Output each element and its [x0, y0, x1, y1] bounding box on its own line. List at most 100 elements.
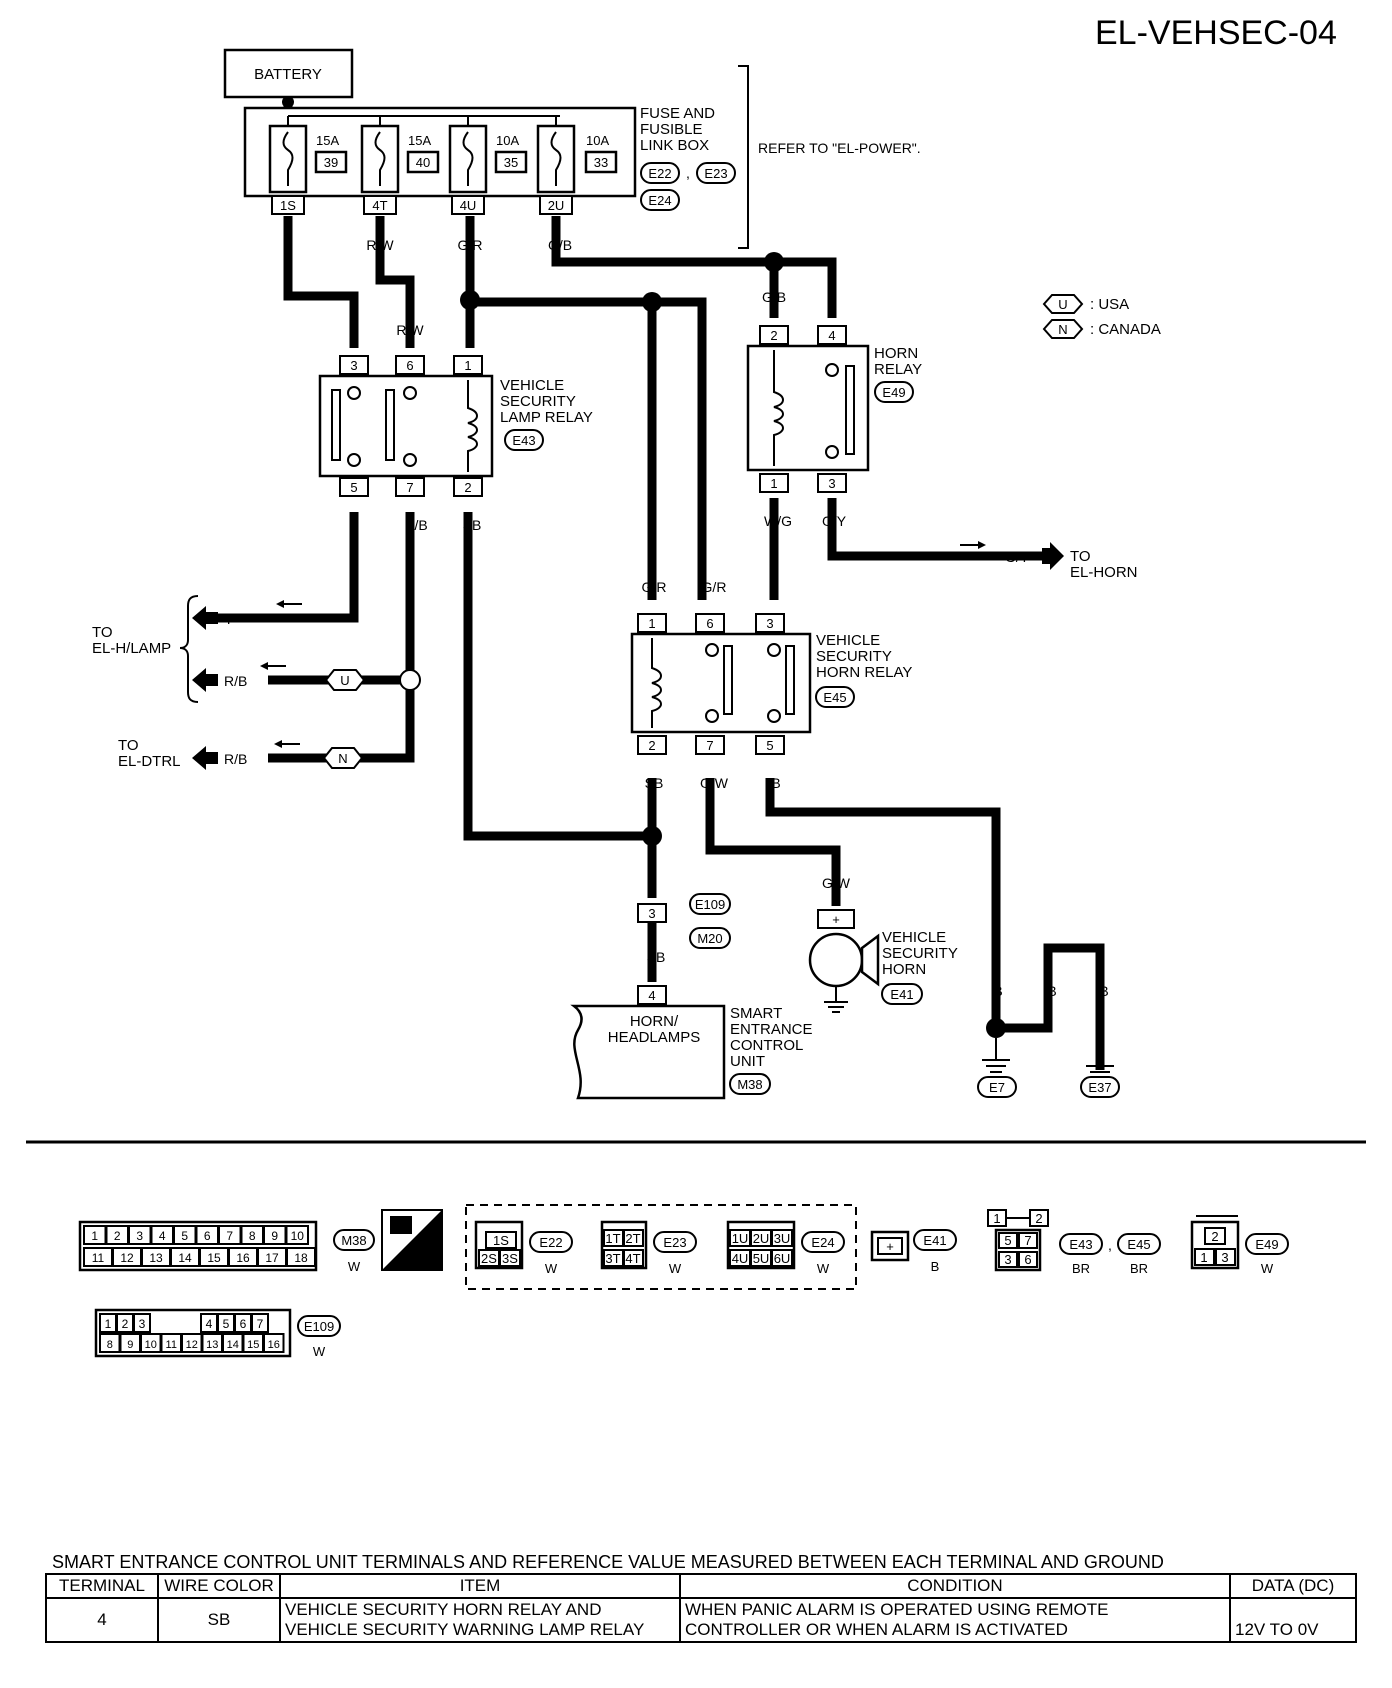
svg-text:40: 40 [416, 155, 430, 170]
svg-text:2: 2 [1035, 1211, 1042, 1226]
svg-text:BR: BR [1072, 1261, 1090, 1276]
svg-text:E43: E43 [512, 433, 535, 448]
battery-box [223, 48, 354, 99]
svg-text:4T: 4T [372, 198, 387, 213]
svg-text:UNIT: UNIT [730, 1053, 765, 1070]
connector-pin-label: 9 [271, 1229, 278, 1243]
svg-text:3: 3 [1004, 1252, 1011, 1267]
svg-text:SB: SB [463, 517, 482, 533]
header-terminal: TERMINAL [45, 1573, 159, 1599]
svg-text:3T: 3T [605, 1251, 620, 1266]
header-data: DATA (DC) [1229, 1573, 1357, 1599]
svg-text:SECURITY: SECURITY [816, 648, 892, 665]
table-row: 4 SB VEHICLE SECURITY HORN RELAY AND VEH… [45, 1597, 1357, 1643]
svg-text:7: 7 [406, 480, 413, 495]
svg-text:SECURITY: SECURITY [882, 945, 958, 962]
svg-text:15A: 15A [408, 133, 431, 148]
svg-text:R/B: R/B [224, 673, 247, 689]
svg-text:HORN/: HORN/ [630, 1013, 679, 1030]
svg-text:FUSIBLE: FUSIBLE [640, 121, 703, 138]
svg-text:7: 7 [1024, 1233, 1031, 1248]
battery-label: BATTERY [254, 66, 322, 83]
svg-text:TO: TO [1070, 548, 1091, 565]
svg-text:10A: 10A [586, 133, 609, 148]
connector-pin-label: 1 [91, 1229, 98, 1243]
svg-text:E109: E109 [695, 897, 725, 912]
fuse-40: 15A 40 [360, 116, 440, 194]
connector-view-e49: 2 1 3 E49 W [1190, 1215, 1289, 1276]
svg-text:Y: Y [349, 517, 359, 533]
fuse-terminals: 1S 4T 4U 2U R R/W G/R G/B [271, 195, 573, 253]
connector-pin-label: 6 [240, 1317, 247, 1331]
fuse-39: 15A 39 [268, 116, 348, 194]
connector-pin-label: 3 [139, 1317, 146, 1331]
connector-pin-label: 15 [207, 1251, 221, 1265]
header-wire-color: WIRE COLOR [157, 1573, 281, 1599]
cell-condition: WHEN PANIC ALARM IS OPERATED USING REMOT… [679, 1597, 1231, 1643]
connector-pin-label: 2 [122, 1317, 129, 1331]
svg-text:+: + [832, 912, 840, 927]
table-title: SMART ENTRANCE CONTROL UNIT TERMINALS AN… [52, 1552, 1164, 1572]
connector-view-e43-e45: 1 2 5 7 3 6 E43 , E45 BR BR [987, 1209, 1161, 1276]
svg-text:HORN RELAY: HORN RELAY [816, 664, 912, 681]
svg-text:2: 2 [648, 738, 655, 753]
svg-text:EL-H/LAMP: EL-H/LAMP [92, 640, 171, 657]
connector-pin-label: 12 [186, 1339, 198, 1351]
connector-pin-label: 13 [149, 1251, 163, 1265]
svg-text:6U: 6U [774, 1251, 791, 1266]
svg-text:LAMP RELAY: LAMP RELAY [500, 409, 593, 426]
svg-text:E45: E45 [823, 690, 846, 705]
connector-pin-label: 1 [105, 1317, 112, 1331]
svg-text:5U: 5U [753, 1251, 770, 1266]
connector-pin-label: 4 [206, 1317, 213, 1331]
svg-text:35: 35 [504, 155, 518, 170]
connector-pin-label: 15 [247, 1339, 259, 1351]
svg-text:5: 5 [350, 480, 357, 495]
connector-pin-label: 7 [257, 1317, 264, 1331]
connector-view-e23: 1T 2T 3T 4T E23 W [600, 1220, 697, 1276]
svg-text:6: 6 [406, 358, 413, 373]
svg-text:Y: Y [224, 611, 234, 627]
svg-text:5: 5 [766, 738, 773, 753]
svg-text:SB: SB [647, 949, 666, 965]
svg-text:: USA: : USA [1090, 296, 1129, 313]
svg-text:,: , [1108, 1237, 1112, 1253]
svg-text:TO: TO [92, 624, 113, 641]
svg-text:EL-HORN: EL-HORN [1070, 564, 1138, 581]
connector-pin-label: 5 [223, 1317, 230, 1331]
connector-pin [285, 1225, 309, 1245]
svg-text:R/W: R/W [396, 322, 424, 338]
connector-pin-label: 8 [107, 1339, 113, 1351]
svg-text:B: B [931, 1259, 940, 1274]
svg-text:1U: 1U [732, 1231, 749, 1246]
svg-text:ENTRANCE: ENTRANCE [730, 1021, 813, 1038]
svg-text:2U: 2U [548, 198, 565, 213]
svg-text:3: 3 [648, 906, 655, 921]
svg-text:E22: E22 [539, 1235, 562, 1250]
option-legend: U : USA N : CANADA [1042, 294, 1161, 339]
svg-text:1: 1 [464, 358, 471, 373]
cell-data: 12V TO 0V [1229, 1597, 1357, 1643]
cell-item: VEHICLE SECURITY HORN RELAY AND VEHICLE … [279, 1597, 681, 1643]
svg-text:W: W [348, 1259, 361, 1274]
svg-text:BR: BR [1130, 1261, 1148, 1276]
grounds: B B B E7 E37 [977, 983, 1120, 1098]
connector-pin-label: 16 [268, 1339, 280, 1351]
connector-view-e24: 1U 2U 3U 4U 5U 6U E24 W [726, 1220, 845, 1276]
fuse-33: 10A 33 [536, 116, 618, 194]
svg-text:R/B: R/B [224, 751, 247, 767]
svg-text:: CANADA: : CANADA [1090, 321, 1161, 338]
svg-text:HEADLAMPS: HEADLAMPS [608, 1029, 701, 1046]
joint-connector: 3 E109 M20 SB [637, 893, 731, 965]
connector-pin [286, 1247, 316, 1267]
svg-text:7: 7 [706, 738, 713, 753]
connector-pin-label: 18 [294, 1251, 308, 1265]
svg-text:B: B [1099, 983, 1108, 999]
connector-pin-label: 10 [291, 1229, 305, 1243]
smart-entrance-control-unit: 4 HORN/ HEADLAMPS SMART ENTRANCE CONTROL… [570, 985, 813, 1100]
svg-text:1T: 1T [605, 1231, 620, 1246]
svg-text:R/B: R/B [404, 517, 427, 533]
svg-text:B: B [771, 775, 780, 791]
horn-security-relay: G/R G/R 1 6 3 2 7 5 SB G/W B VEHICLE SEC… [630, 579, 912, 791]
svg-text:RELAY: RELAY [874, 361, 922, 378]
